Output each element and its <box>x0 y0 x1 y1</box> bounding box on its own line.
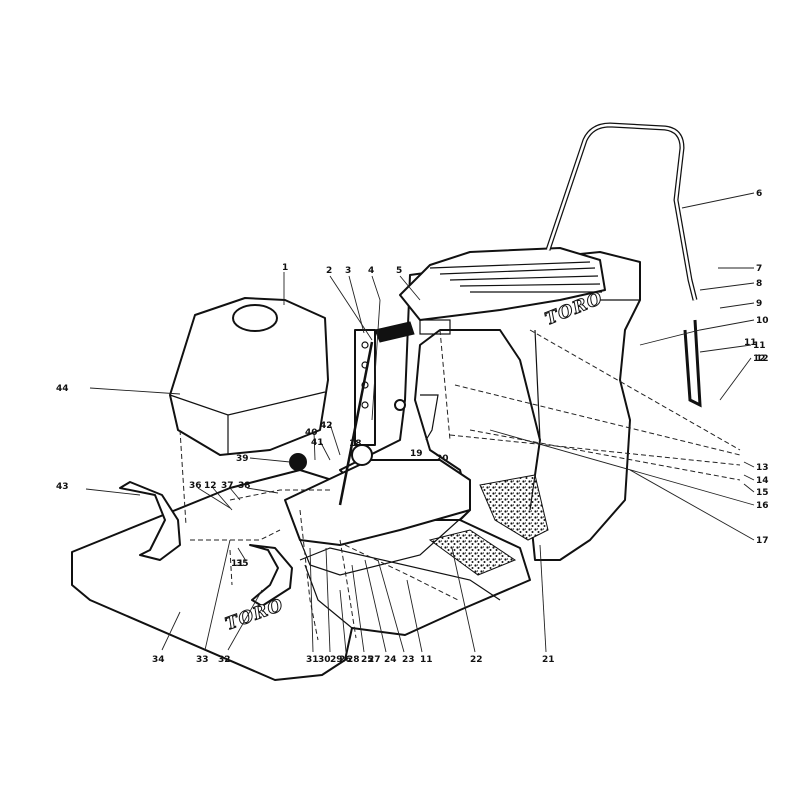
part-number-label: 25 <box>361 655 374 665</box>
part-number-label: 43 <box>56 482 69 492</box>
part-number-label: 6 <box>756 189 762 199</box>
part-number-label: 31 <box>306 655 319 665</box>
part-number-label: 39 <box>236 454 249 464</box>
part-number-label: 41 <box>311 438 324 448</box>
part-number-label: 32 <box>218 655 231 665</box>
part-number-label: 4 <box>368 266 374 276</box>
assembly-lines <box>179 329 741 641</box>
part-number-label: 16 <box>756 501 769 511</box>
part-number-label: 11 <box>231 559 244 569</box>
part-number-label: 9 <box>756 299 762 309</box>
part-number-label: 12 <box>753 354 766 364</box>
part-number-label: 34 <box>152 655 165 665</box>
brake-pedal-right <box>249 544 293 607</box>
seat-cushion <box>399 247 606 321</box>
part-number-label: 22 <box>470 655 483 665</box>
part-number-label: 23 <box>402 655 415 665</box>
console-cover <box>169 297 329 456</box>
part-number-label: 40 <box>305 428 318 438</box>
part-number-label: 13 <box>756 463 769 473</box>
part-number-label: 1 <box>282 263 288 273</box>
part-number-label: 20 <box>436 454 449 464</box>
part-number-label: 38 <box>238 481 251 491</box>
part-number-label: 17 <box>756 536 769 546</box>
part-number-label: 7 <box>756 264 762 274</box>
part-number-label: 8 <box>756 279 762 289</box>
part-number-label: 27 <box>368 655 381 665</box>
part-number-label: 12 <box>756 354 769 364</box>
part-number-label: 18 <box>349 439 362 449</box>
seat-handle-bar <box>545 122 702 408</box>
part-number-label: 30 <box>318 655 331 665</box>
part-number-label: 42 <box>320 421 333 431</box>
part-number-label: 12 <box>204 481 217 491</box>
part-number-label: 11 <box>420 655 433 665</box>
brake-pedal-left <box>119 481 181 561</box>
floor-mat <box>479 474 549 541</box>
part-number-label: 35 <box>236 559 249 569</box>
part-number-label: 26 <box>339 655 352 665</box>
part-number-label: 44 <box>56 384 69 394</box>
leader-lines <box>85 192 755 653</box>
foot-mat <box>428 529 517 576</box>
part-number-label: 11 <box>753 341 766 351</box>
part-number-label: 33 <box>196 655 209 665</box>
part-number-label: 36 <box>189 481 202 491</box>
part-number-label: 5 <box>396 266 402 276</box>
part-number-label: 37 <box>221 481 234 491</box>
part-number-label: 19 <box>410 449 423 459</box>
part-number-label: 3 <box>345 266 351 276</box>
part-number-label: 2 <box>326 266 332 276</box>
control-panel <box>284 319 471 576</box>
part-number-label: 14 <box>756 476 769 486</box>
part-number-label: 24 <box>384 655 397 665</box>
part-number-label: 29 <box>330 655 343 665</box>
part-number-label: 11 <box>744 338 757 348</box>
part-number-label: 28 <box>347 655 360 665</box>
part-number-label: 10 <box>756 316 769 326</box>
part-number-label: 15 <box>756 488 769 498</box>
part-number-label: 21 <box>542 655 555 665</box>
